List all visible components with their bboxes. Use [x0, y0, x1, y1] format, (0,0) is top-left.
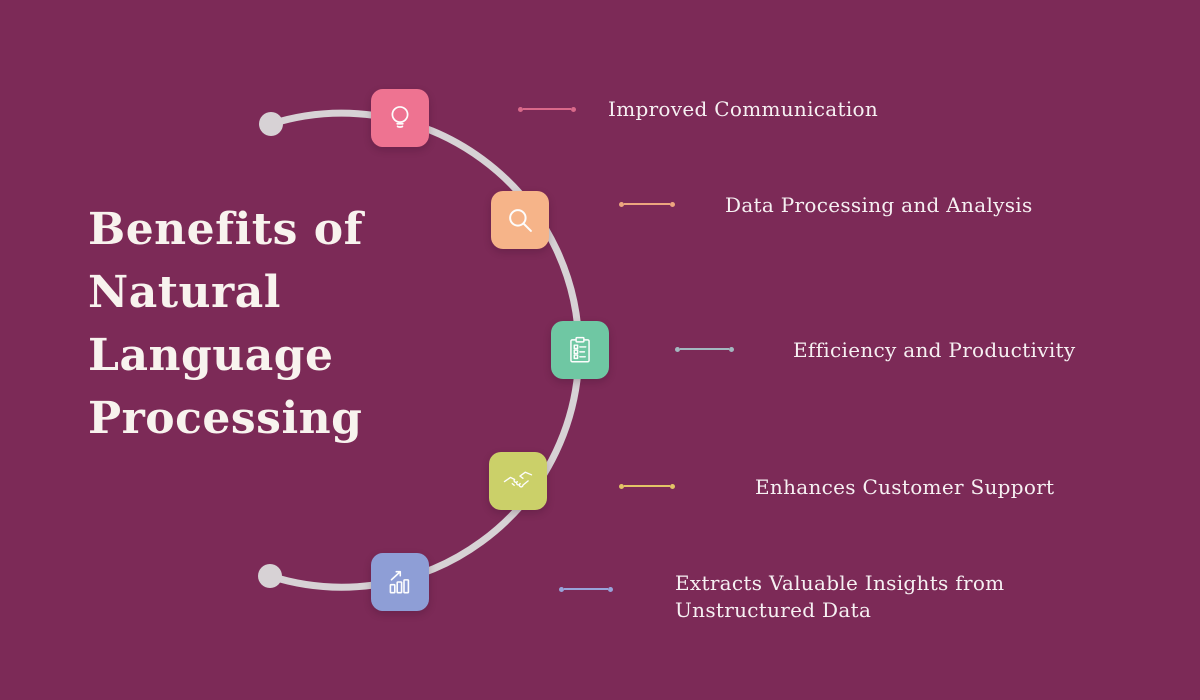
icon-box-improved-communication — [371, 89, 429, 147]
connector-dot — [619, 201, 624, 207]
connector-dot — [670, 483, 675, 489]
page-title: Benefits of Natural Language Processing — [88, 198, 363, 450]
title-line: Benefits of — [88, 204, 363, 255]
connector-efficiency — [675, 346, 734, 352]
label-customer-support: Enhances Customer Support — [755, 475, 1055, 499]
connector-dot — [675, 346, 680, 352]
label-efficiency: Efficiency and Productivity — [793, 338, 1076, 362]
title-line: Natural — [88, 267, 281, 318]
label-improved-communication: Improved Communication — [608, 97, 879, 121]
connector-dot — [729, 346, 734, 352]
connector-insights — [559, 586, 613, 592]
connector-line — [624, 203, 670, 205]
title-line: Language — [88, 330, 334, 381]
connector-data-processing — [619, 201, 675, 207]
handshake-icon — [503, 471, 533, 488]
lightbulb-icon — [391, 106, 409, 128]
connector-line — [523, 108, 571, 110]
arc-end-dot — [258, 564, 282, 588]
icon-box-customer-support — [489, 452, 547, 510]
connector-dot — [559, 586, 564, 592]
label-data-processing: Data Processing and Analysis — [725, 193, 1033, 217]
title-line: Processing — [88, 393, 363, 444]
icon-box-efficiency — [551, 321, 609, 379]
connector-line — [624, 485, 670, 487]
connector-dot — [670, 201, 675, 207]
connector-line — [680, 348, 729, 350]
connector-improved-communication — [518, 106, 576, 112]
label-insights: Extracts Valuable Insights from Unstruct… — [675, 571, 1005, 622]
connector-line — [564, 588, 608, 590]
arc-start-dot — [259, 112, 283, 136]
checklist-icon — [570, 336, 590, 363]
connector-dot — [571, 106, 576, 112]
connector-dot — [518, 106, 523, 112]
connector-dot — [608, 586, 613, 592]
icon-box-insights — [371, 553, 429, 611]
icon-box-data-processing — [491, 191, 549, 249]
search-icon — [509, 209, 532, 232]
connector-dot — [619, 483, 624, 489]
connector-customer-support — [619, 483, 675, 489]
bar-chart-icon — [389, 570, 410, 594]
